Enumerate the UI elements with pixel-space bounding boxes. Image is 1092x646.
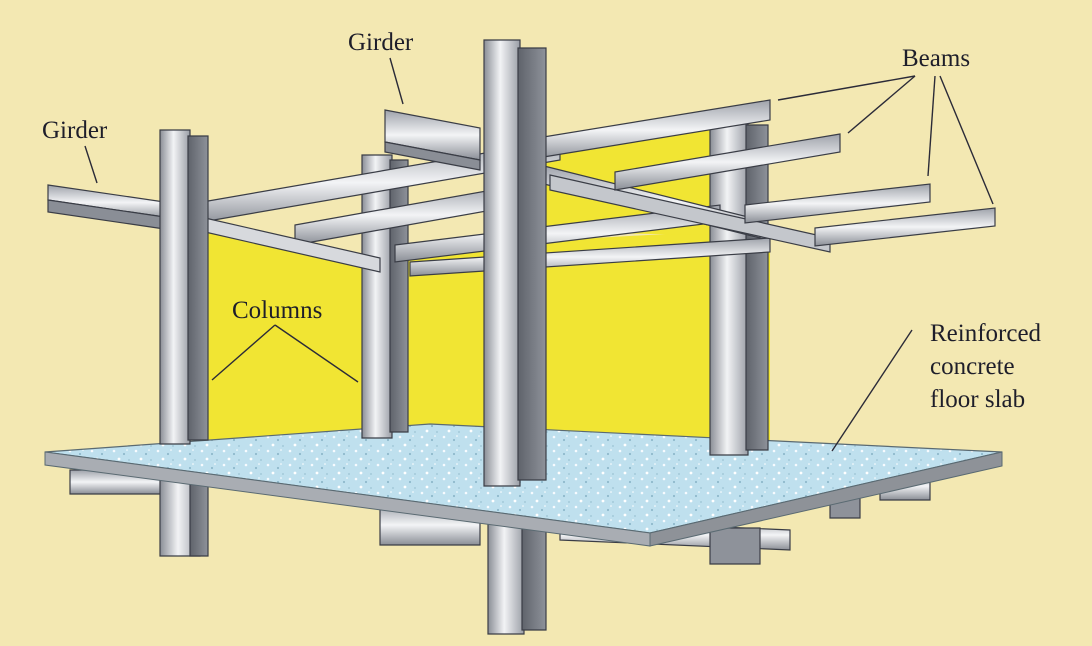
label-slab-line-2: concrete [930, 353, 1015, 380]
column-back-left [361, 154, 409, 439]
back-wall-left [205, 222, 385, 442]
leader-lines [84, 57, 994, 452]
back-wall-center [385, 228, 770, 440]
label-slab-line-1: Reinforced [930, 320, 1042, 347]
girders-and-beams [47, 99, 996, 277]
label-columns: Columns [232, 297, 322, 324]
column-front-left [159, 129, 209, 445]
label-beams: Beams [902, 45, 970, 72]
lower-column-stubs [159, 469, 547, 635]
column-center [483, 39, 547, 487]
label-girder-top: Girder [348, 29, 414, 56]
label-slab-line-3: floor slab [930, 386, 1025, 413]
label-girder-left: Girder [42, 117, 108, 144]
